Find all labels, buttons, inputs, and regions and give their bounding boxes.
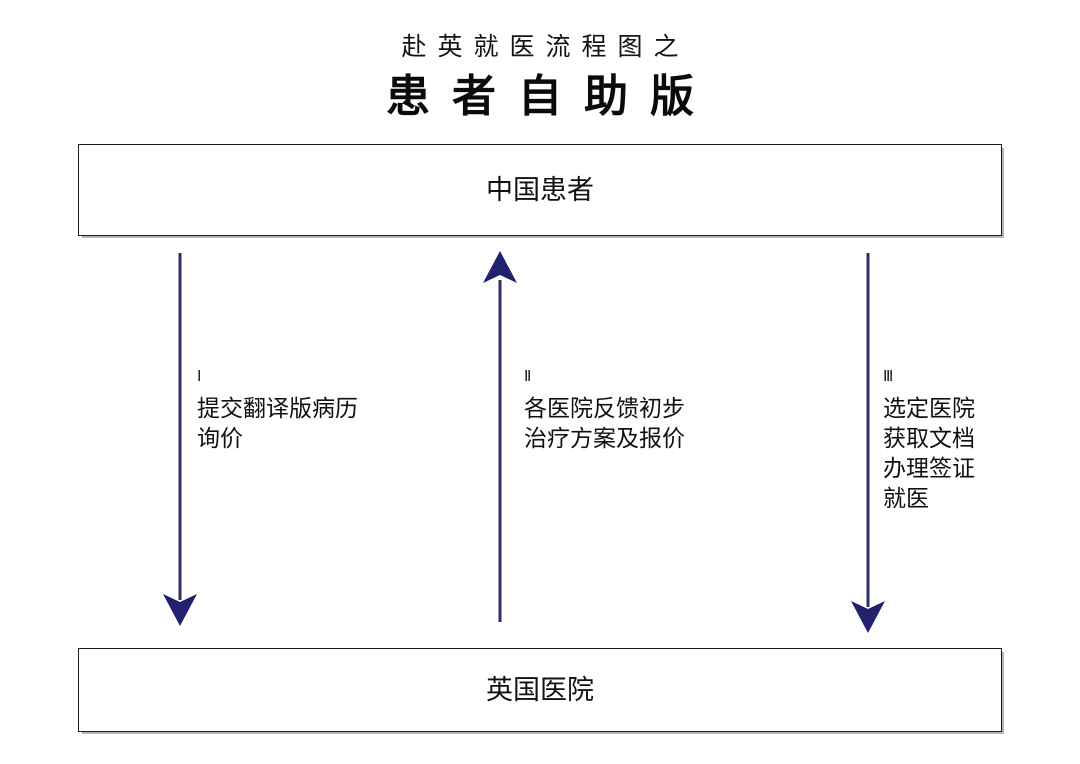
step-note-2: Ⅱ 各医院反馈初步 治疗方案及报价 — [524, 368, 685, 453]
step-numeral-3: Ⅲ — [883, 368, 895, 385]
step-numeral-1: Ⅰ — [197, 368, 203, 385]
flow-arrow-step-2-head — [483, 251, 517, 283]
flow-arrow-step-1-head — [163, 594, 197, 626]
actor-label-uk-hospitals: 英国医院 — [486, 675, 594, 705]
step-text-3-line-1: 选定医院 — [883, 395, 975, 421]
step-numeral-2: Ⅱ — [524, 368, 533, 385]
actor-box-uk-hospitals: 英国医院 — [78, 648, 1002, 732]
step-text-1-line-2: 询价 — [197, 425, 243, 451]
step-text-3-line-2: 获取文档 — [883, 425, 975, 451]
step-note-3: Ⅲ 选定医院 获取文档 办理签证 就医 — [883, 368, 975, 513]
flow-arrow-step-3-head — [851, 601, 885, 633]
step-text-3-line-3: 办理签证 — [883, 455, 975, 481]
actor-label-chinese-patients: 中国患者 — [486, 175, 594, 205]
flow-arrow-step-2 — [483, 251, 517, 622]
step-text-3-line-4: 就医 — [883, 485, 929, 511]
step-text-2-line-1: 各医院反馈初步 — [524, 395, 685, 421]
step-text-2: 各医院反馈初步 治疗方案及报价 — [524, 393, 685, 453]
step-note-1: Ⅰ 提交翻译版病历 询价 — [197, 368, 358, 453]
actor-box-chinese-patients: 中国患者 — [78, 144, 1002, 236]
flow-arrow-step-1 — [163, 253, 197, 626]
title-subtitle-line: 赴英就医流程图之 — [401, 33, 690, 61]
step-text-3: 选定医院 获取文档 办理签证 就医 — [883, 393, 975, 513]
diagram-title: 赴英就医流程图之 患者自助版 — [0, 30, 1080, 124]
step-text-1: 提交翻译版病历 询价 — [197, 393, 358, 453]
step-text-1-line-1: 提交翻译版病历 — [197, 395, 358, 421]
flow-arrow-step-3 — [851, 253, 885, 633]
step-text-2-line-2: 治疗方案及报价 — [524, 425, 685, 451]
title-main-line: 患者自助版 — [386, 72, 716, 121]
